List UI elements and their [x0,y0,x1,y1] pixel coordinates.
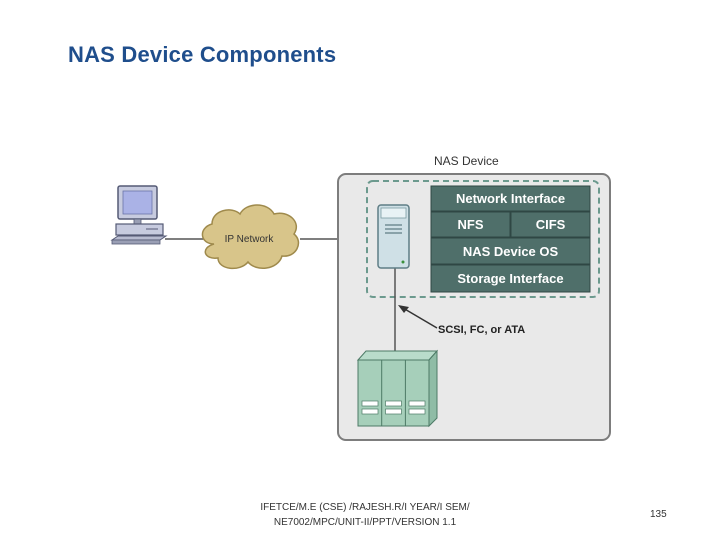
connection-callout-line [402,307,438,329]
nfs-label: NFS [458,217,484,232]
storage-interface-block [430,264,591,293]
nas-device-os-block [430,237,591,265]
connection-label: SCSI, FC, or ATA [438,324,525,336]
component-stack: Network Interface NFS CIFS NAS Device OS… [430,185,591,293]
nas-head-boundary [366,180,600,298]
nfs-block [430,211,511,238]
cifs-label: CIFS [536,217,566,232]
cifs-block [510,211,591,238]
cloud-icon [201,204,300,270]
page-title: NAS Device Components [68,42,337,67]
nas-device-os-label: NAS Device OS [463,244,559,259]
footer-line-1: IFETCE/M.E (CSE) /RAJESH.R/I YEAR/I SEM/ [260,502,470,513]
network-interface-label: Network Interface [456,191,565,206]
network-label: IP Network [225,234,275,245]
page-number: 135 [650,509,667,520]
connection-callout-arrowhead [398,305,409,313]
footer-line-2: NE7002/MPC/UNIT-II/PPT/VERSION 1.1 [273,517,457,528]
storage-interface-label: Storage Interface [457,271,563,286]
nas-device-label: NAS Device [434,154,499,168]
network-interface-block [430,185,591,212]
computer-icon [110,185,168,245]
storage-array-icon [356,349,439,428]
server-icon [377,204,410,269]
slide-footer: IFETCE/M.E (CSE) /RAJESH.R/I YEAR/I SEM/… [230,500,500,530]
